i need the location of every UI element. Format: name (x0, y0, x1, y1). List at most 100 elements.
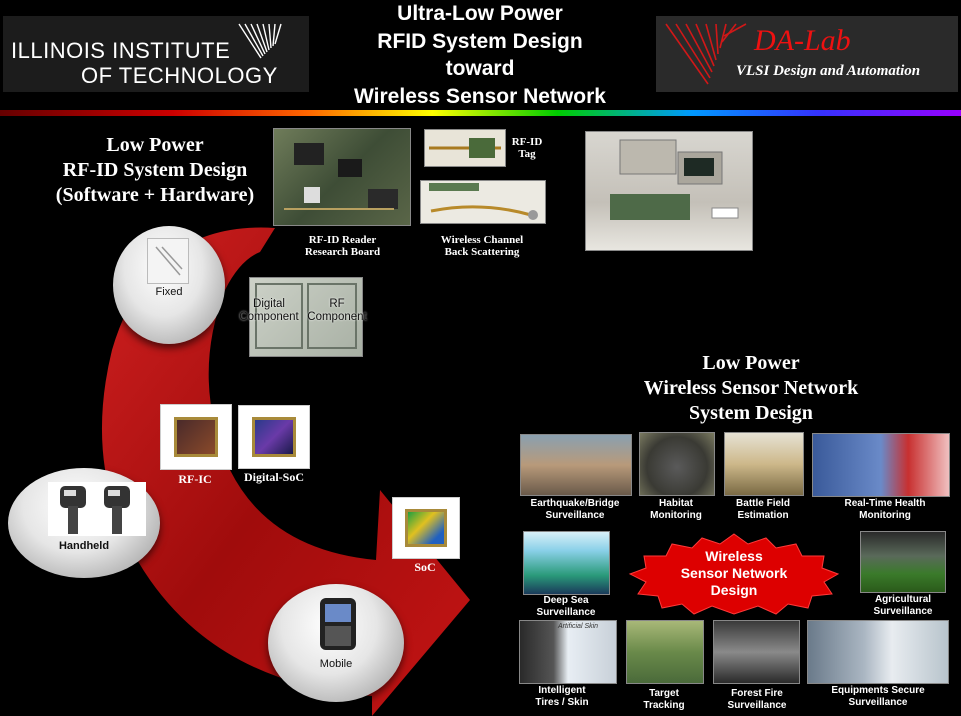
forest-fire-photo (713, 620, 800, 684)
rfid-heading-line2: RF-ID System Design (62, 159, 248, 181)
chip-die-icon (251, 417, 297, 457)
tag-board-icon (429, 138, 501, 158)
wsn-center-label: Wireless Sensor Network Design (628, 548, 840, 599)
title-line-4: Wireless Sensor Network (354, 84, 606, 108)
digital-label-line1: Digital (253, 298, 285, 310)
handheld-reader-icon (48, 482, 146, 536)
handheld-label: Handheld (58, 540, 110, 552)
channel-caption-line1: Wireless Channel (440, 234, 524, 246)
rfic-label: RF-IC (178, 472, 212, 486)
tag-caption: RF-ID Tag (507, 136, 547, 160)
soc-chip-image (392, 497, 460, 559)
soc-label: SoC (414, 560, 436, 574)
wsn-center-line3: Design (710, 582, 758, 598)
equipment-caption-line2: Surveillance (848, 697, 908, 708)
tires-caption: Intelligent Tires / Skin (515, 685, 609, 709)
battlefield-photo (724, 432, 804, 496)
dalab-name: DA-Lab (754, 24, 851, 57)
rfid-heading: Low Power RF-ID System Design (Software … (20, 133, 290, 208)
reader-caption-line1: RF-ID Reader (308, 234, 377, 246)
habitat-caption: Habitat Monitoring (636, 498, 716, 522)
mobile-label: Mobile (319, 658, 353, 670)
deepsea-photo (523, 531, 610, 595)
circuit-board-icon (284, 143, 398, 210)
channel-caption-line2: Back Scattering (444, 246, 520, 258)
lab-bench-photo (585, 131, 753, 251)
tires-caption-line2: Tires / Skin (535, 697, 589, 708)
target-caption-line2: Tracking (643, 700, 685, 711)
digital-label-line2: Component (239, 311, 299, 323)
mobile-reader-disc: Mobile (268, 584, 404, 702)
deepsea-caption: Deep Sea Surveillance (520, 595, 612, 619)
tag-caption-line2: Tag (518, 148, 536, 160)
target-caption-line1: Target (649, 688, 679, 699)
antenna-board-icon (429, 183, 538, 220)
tires-caption-line1: Intelligent (538, 685, 586, 696)
dalab-logo: DA-Lab VLSI Design and Automation (656, 16, 958, 92)
agricultural-caption-line2: Surveillance (873, 606, 933, 617)
forest-fire-caption-line1: Forest Fire (731, 688, 783, 699)
equipment-caption-line1: Equipments Secure (831, 685, 925, 696)
deepsea-caption-line2: Surveillance (536, 607, 596, 618)
rfid-tag-photo (424, 129, 506, 167)
tag-caption-line1: RF-ID (511, 136, 543, 148)
reader-board-photo (273, 128, 411, 226)
habitat-photo (639, 432, 715, 496)
wsn-heading-line3: System Design (689, 402, 813, 424)
tires-photo: Artificial Skin (519, 620, 617, 684)
agricultural-caption-line1: Agricultural (874, 594, 932, 605)
rf-label-line1: RF (329, 298, 345, 310)
forest-fire-caption-line2: Surveillance (727, 700, 787, 711)
forest-fire-caption: Forest Fire Surveillance (713, 688, 801, 712)
rfid-board-photo (249, 277, 363, 357)
wsn-heading: Low Power Wireless Sensor Network System… (616, 351, 886, 426)
earthquake-caption-line2: Surveillance (545, 510, 605, 521)
habitat-caption-line2: Monitoring (650, 510, 702, 521)
mobile-phone-icon (320, 598, 356, 650)
iit-logo-line2: OF TECHNOLOGY (81, 63, 278, 88)
reader-caption: RF-ID Reader Research Board (280, 234, 405, 258)
digital-soc-label: Digital-SoC (244, 470, 304, 484)
agricultural-photo (860, 531, 946, 593)
dalab-subtitle: VLSI Design and Automation (736, 63, 921, 79)
rfid-heading-line3: (Software + Hardware) (55, 184, 255, 206)
battlefield-caption-line1: Battle Field (736, 498, 790, 509)
iit-starburst-icon (238, 23, 282, 59)
equipment-photo (807, 620, 949, 684)
rfic-chip-image (160, 404, 232, 470)
deepsea-caption-line1: Deep Sea (543, 595, 589, 606)
digital-soc-chip-image (238, 405, 310, 469)
wsn-heading-line2: Wireless Sensor Network (643, 377, 859, 399)
fixed-label: Fixed (155, 286, 183, 298)
earthquake-photo (520, 434, 632, 496)
iit-logo-line1: ILLINOIS INSTITUTE (11, 38, 231, 63)
rf-label-line2: Component (307, 311, 367, 323)
wsn-center-line1: Wireless (705, 548, 763, 564)
health-caption: Real-Time Health Monitoring (820, 498, 950, 522)
battlefield-caption: Battle Field Estimation (720, 498, 806, 522)
dalab-triangle-icon (665, 23, 747, 85)
rf-component-label: RF Component (302, 298, 372, 324)
fixed-reader-disc: Fixed (113, 226, 225, 344)
channel-caption: Wireless Channel Back Scattering (420, 234, 544, 258)
chip-die-icon (173, 416, 219, 458)
earthquake-caption-line1: Earthquake/Bridge (530, 498, 620, 509)
wsn-center-line2: Sensor Network (680, 565, 788, 581)
earthquake-caption: Earthquake/Bridge Surveillance (516, 498, 634, 522)
health-photo (812, 433, 950, 497)
fixed-reader-icon (147, 238, 189, 284)
rainbow-divider (0, 110, 961, 116)
title-line-2: RFID System Design (377, 29, 583, 53)
tire-inset-label: Artificial Skin (558, 623, 599, 630)
title-line-1: Ultra-Low Power (397, 2, 563, 25)
wsn-heading-line1: Low Power (702, 352, 800, 374)
target-tracking-photo (626, 620, 704, 684)
lab-equipment-icon (610, 139, 739, 220)
habitat-caption-line1: Habitat (659, 498, 693, 509)
handheld-reader-disc: Handheld (8, 468, 160, 578)
health-caption-line1: Real-Time Health (844, 498, 926, 509)
wireless-channel-photo (420, 180, 546, 224)
target-caption: Target Tracking (622, 688, 706, 712)
equipment-caption: Equipments Secure Surveillance (810, 685, 946, 709)
reader-caption-line2: Research Board (304, 246, 381, 258)
